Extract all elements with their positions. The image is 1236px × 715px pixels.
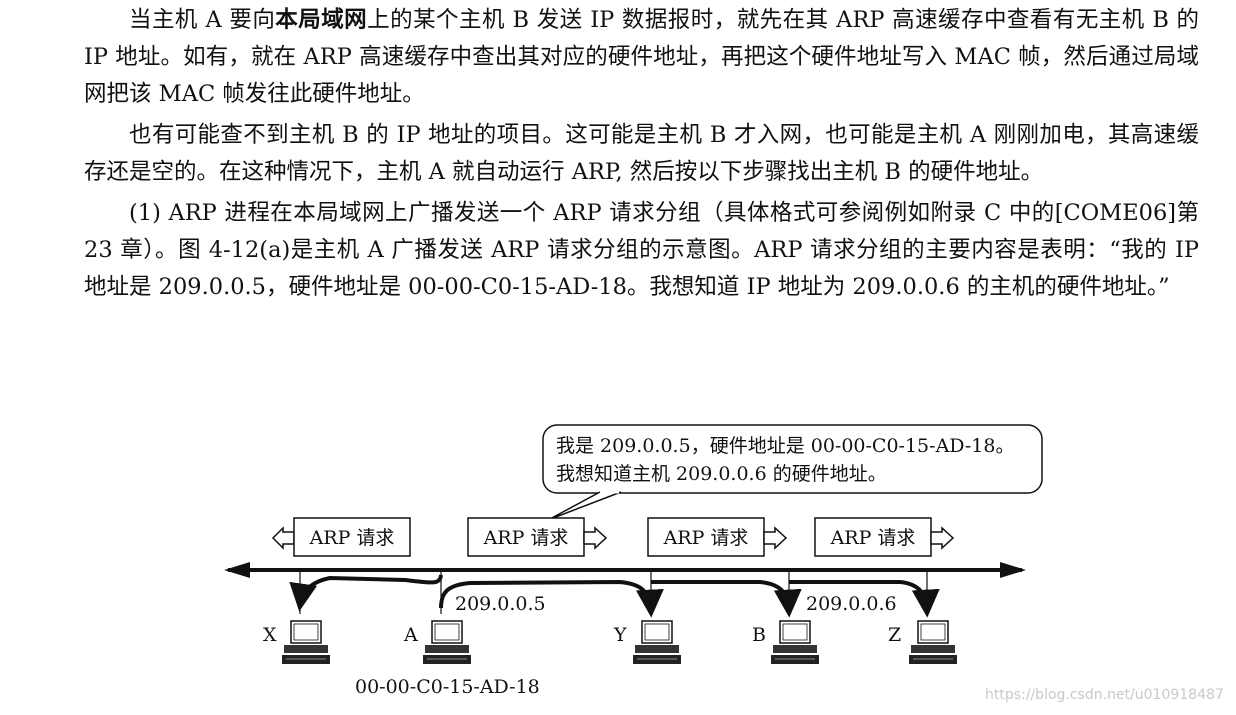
packet-left: ARP 请求: [271, 517, 411, 557]
packet-label: ARP 请求: [309, 527, 395, 549]
paragraph-3: (1) ARP 进程在本局域网上广播发送一个 ARP 请求分组（具体格式可参阅例…: [84, 200, 1199, 300]
callout-line-1: 我是 209.0.0.5，硬件地址是 00-00-C0-15-AD-18。: [556, 435, 1014, 457]
host-label: X: [263, 624, 277, 646]
host-x: X: [263, 620, 331, 665]
packet-right-3: ARP 请求: [814, 517, 955, 557]
packet-label: ARP 请求: [483, 527, 569, 549]
lan-bus: [224, 562, 1026, 578]
ip-address-a: 209.0.0.5: [455, 593, 546, 615]
callout-line-2: 我想知道主机 209.0.0.6 的硬件地址。: [556, 463, 887, 485]
host-label: Y: [613, 624, 627, 646]
callout-bubble: 我是 209.0.0.5，硬件地址是 00-00-C0-15-AD-18。 我想…: [542, 424, 1043, 521]
drop-lines: [299, 570, 928, 614]
watermark: https://blog.csdn.net/u010918487: [985, 687, 1224, 703]
ip-address-b: 209.0.0.6: [806, 593, 897, 615]
host-b: B: [752, 620, 820, 665]
host-label: A: [403, 624, 418, 646]
body-text: 当主机 A 要向本局域网上的某个主机 B 发送 IP 数据报时，就先在其 ARP…: [84, 2, 1199, 306]
packet-label: ARP 请求: [830, 527, 916, 549]
host-y: Y: [613, 620, 682, 665]
host-a: A: [403, 620, 472, 665]
host-z: Z: [888, 620, 958, 665]
paragraph-1: 当主机 A 要向本局域网上的某个主机 B 发送 IP 数据报时，就先在其 ARP…: [84, 7, 1199, 107]
mac-address-a: 00-00-C0-15-AD-18: [355, 676, 540, 698]
packet-label: ARP 请求: [663, 527, 749, 549]
bold-term: 本局域网: [275, 7, 368, 33]
paragraph-2: 也有可能查不到主机 B 的 IP 地址的项目。这可能是主机 B 才入网，也可能是…: [84, 122, 1199, 185]
packet-right-1: ARP 请求: [467, 517, 608, 557]
host-label: Z: [888, 624, 901, 646]
host-label: B: [752, 624, 766, 646]
packet-right-2: ARP 请求: [647, 517, 788, 557]
